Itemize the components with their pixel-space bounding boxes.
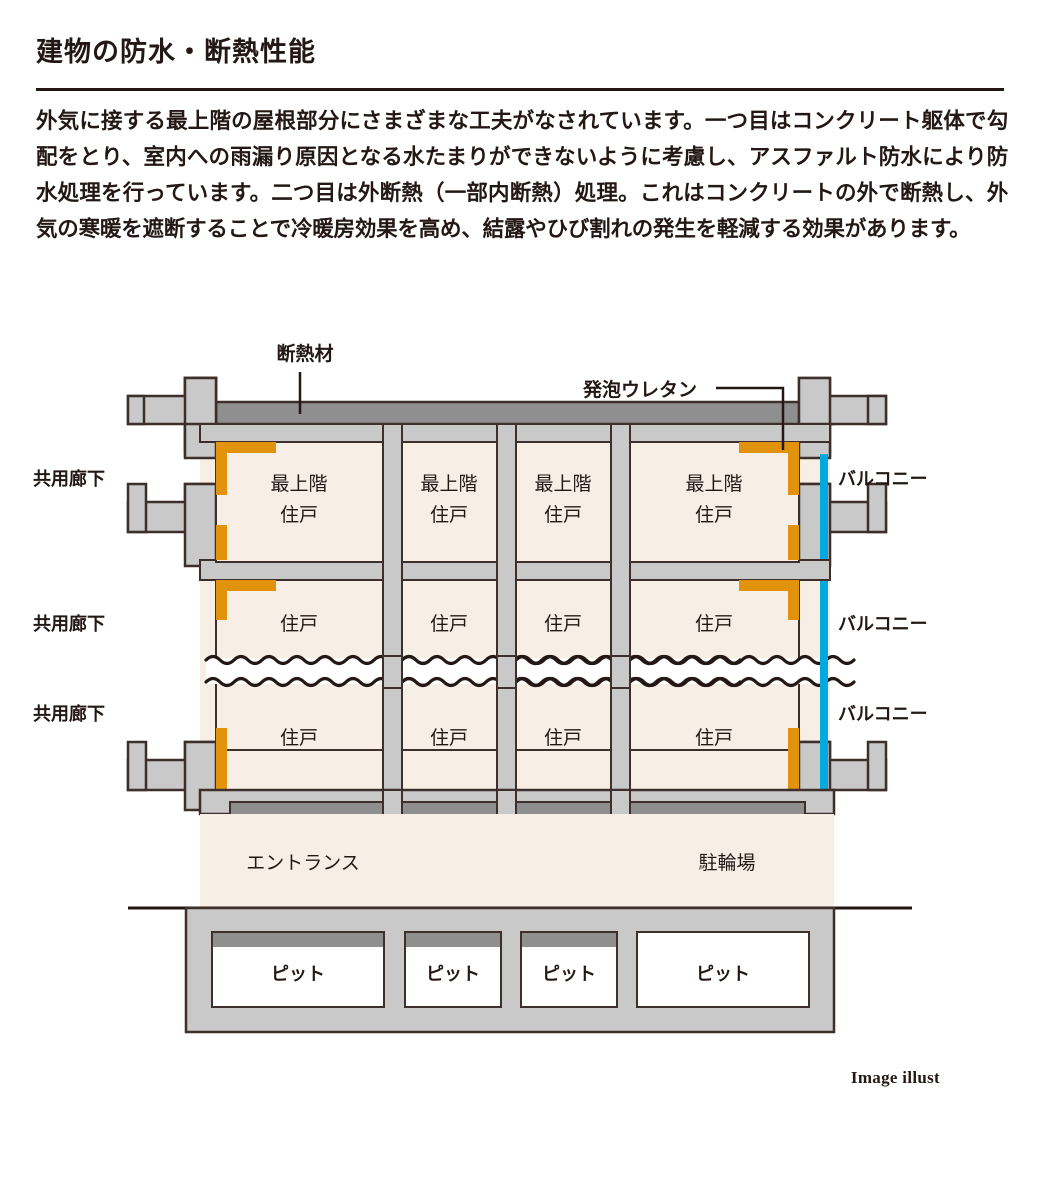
insulation-orange-tl: [216, 442, 276, 495]
insulation-orange-f2-right-upper: [788, 525, 799, 560]
unit-label: 住戸: [280, 504, 318, 526]
roof-waterproof-slab: [198, 400, 836, 426]
pit-label: ピット: [542, 964, 596, 985]
pit-cell-cap: [522, 933, 616, 947]
foundation-pit-block: ピット ピット ピット ピット: [184, 906, 836, 1034]
insulation-orange-f3-br: [788, 728, 799, 790]
unit-cell: [401, 441, 498, 563]
unit-label: 最上階: [534, 473, 591, 495]
corridor-handrail-f3: [126, 740, 148, 792]
pit-label: ピット: [426, 964, 480, 985]
right-side-labels: バルコニー バルコニー バルコニー: [838, 469, 928, 725]
unit-cell: [215, 441, 384, 563]
internal-column-3: [610, 423, 631, 811]
building-section-diagram: 最上階 住戸 最上階 住戸 最上階 住戸 最上階 住戸 住戸: [0, 320, 1040, 1110]
unit-label: 住戸: [430, 613, 468, 635]
left-wall-column-f2: [183, 482, 218, 568]
insulation-orange-f2-tr: [739, 580, 799, 620]
callout-urethane-label: 発泡ウレタン: [582, 378, 697, 401]
unit-label: 最上階: [420, 473, 477, 495]
ground-space-label: エントランス: [246, 852, 360, 874]
internal-column-3-overlay: [610, 655, 631, 689]
body-paragraph: 外気に接する最上階の屋根部分にさまざまな工夫がなされています。一つ目はコンクリー…: [36, 109, 1008, 242]
waterproofing-line-f2: [820, 566, 828, 742]
pit-cell-cap: [406, 933, 500, 947]
pit-label: ピット: [696, 964, 750, 985]
callout-urethane-leader: [716, 386, 785, 450]
floor-top: 最上階 住戸 最上階 住戸 最上階 住戸 最上階 住戸: [215, 441, 800, 563]
corridor-handrail-f2: [126, 482, 148, 534]
waterproofing-line-f3: [820, 742, 828, 810]
callout-insulation: 断熱材: [276, 342, 334, 414]
unit-label: 住戸: [544, 504, 582, 526]
pit-cell: [636, 931, 810, 1008]
ground-floor-fill: [200, 814, 834, 908]
unit-label: 住戸: [430, 727, 468, 749]
callout-urethane-foam: 発泡ウレタン: [582, 378, 785, 450]
waterproof-line-overlay: [820, 656, 828, 688]
corridor-handrail-top: [126, 394, 146, 426]
unit-label: 住戸: [695, 727, 733, 749]
internal-column-2: [496, 423, 517, 811]
internal-column-1-overlay: [382, 655, 403, 689]
unit-label: 住戸: [695, 504, 733, 526]
pit-cell-cap: [213, 933, 383, 947]
unit-label: 住戸: [280, 727, 318, 749]
unit-label: 住戸: [430, 504, 468, 526]
corridor-label: 共用廊下: [33, 613, 105, 635]
unit-label: 最上階: [270, 473, 327, 495]
corridor-label: 共用廊下: [33, 703, 105, 725]
internal-column-1: [382, 423, 403, 811]
balcony-label: バルコニー: [838, 614, 928, 635]
unit-label: 住戸: [280, 613, 318, 635]
insulation-orange-tr: [739, 442, 799, 495]
insulation-orange-f2-left-upper: [216, 525, 227, 560]
balcony-handrail-f3: [866, 740, 888, 792]
corridor-label: 共用廊下: [33, 468, 105, 490]
balcony-handrail-f2: [866, 482, 888, 534]
unit-cell: [515, 441, 612, 563]
unit-cell: [629, 441, 800, 563]
waterproofing-line-f1: [820, 454, 828, 566]
internal-column-2-overlay: [496, 655, 517, 689]
insulation-orange-f3-bl: [216, 728, 227, 790]
pit-label: ピット: [271, 964, 325, 985]
balcony-label: バルコニー: [838, 469, 928, 490]
page-title: 建物の防水・断熱性能: [36, 37, 316, 68]
unit-label: 最上階: [685, 473, 742, 495]
unit-label: 住戸: [695, 613, 733, 635]
callout-insulation-label: 断熱材: [276, 342, 333, 365]
insulation-orange-f2-tl: [216, 580, 276, 620]
floor-break-wavy-lines: [204, 654, 856, 689]
balcony-handrail-top: [866, 394, 888, 426]
title-divider: [36, 88, 1004, 91]
image-credit: Image illust: [850, 1068, 940, 1087]
ground-space-label: 駐輪場: [698, 852, 755, 874]
balcony-label: バルコニー: [838, 704, 928, 725]
unit-label: 住戸: [544, 613, 582, 635]
left-side-labels: 共用廊下 共用廊下 共用廊下: [33, 468, 105, 725]
unit-label: 住戸: [544, 727, 582, 749]
